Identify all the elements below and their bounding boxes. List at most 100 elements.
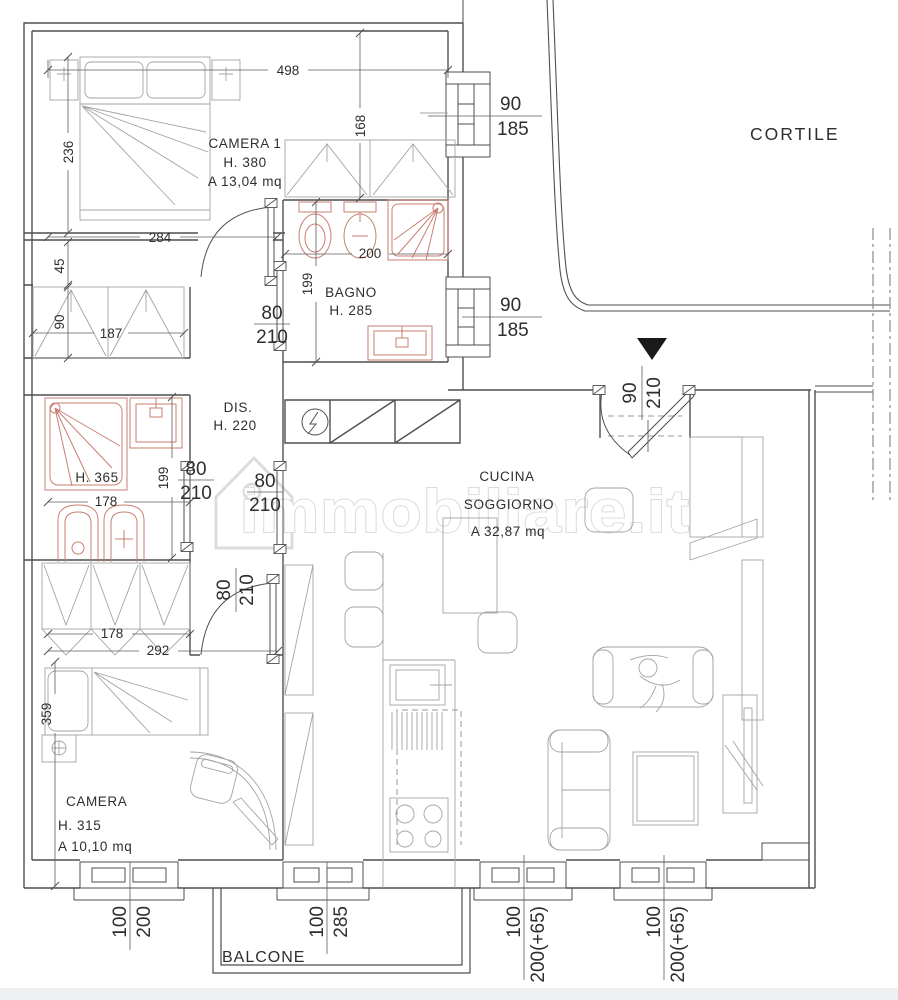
wardrobe-hall [32,286,185,359]
bagno2-wc [57,504,99,562]
window-living2-symbol [613,861,713,901]
furniture [32,56,764,888]
window-a-height: 185 [497,119,529,140]
entrance-height: 210 [644,377,665,409]
dim-bagno2-depth: 199 [156,467,171,490]
bagno-wc [343,201,377,259]
window-camera2-symbol [73,861,185,901]
win-camera-height: 200 [134,906,155,938]
dim-wardrobe2-width: 178 [101,626,124,641]
bottom-edge-strip [0,988,898,1000]
bagno-sink [367,325,433,361]
dim-bagno-width: 200 [359,246,382,261]
wardrobe-camera2 [41,562,191,656]
kitchen-cabinets [284,553,456,888]
dim-camera2-depth: 359 [39,703,54,726]
window-living1-symbol [473,861,573,901]
bath-fixtures [44,199,449,562]
bagno-shower [387,199,449,261]
bagno1-height: H. 285 [329,303,372,318]
wardrobe-camera1 [284,139,456,198]
door-bagno2-height: 210 [180,483,212,504]
camera1-area: A 13,04 mq [208,174,282,189]
door-cucina-width: 80 [254,471,275,492]
double-bed [79,56,211,221]
armchair [592,646,714,713]
door-bagno-width: 80 [261,303,282,324]
dim-camera1-depth: 236 [61,141,76,164]
window-a-width: 90 [500,94,521,115]
soggiorno-name: CUCINA [479,469,534,484]
dim-wardrobe-width: 187 [100,326,123,341]
door-camera2-height: 210 [237,574,258,606]
bagno2-shower [44,397,128,491]
door-camera2-leaf [200,574,280,664]
entrance-arrow-icon [637,338,667,360]
door-cucina-leaf [273,461,287,554]
label-balcone: BALCONE [222,949,305,966]
dim-recess: 45 [52,258,67,273]
dis-height: H. 220 [213,418,256,433]
soggiorno-area: A 32,87 mq [471,524,545,539]
dining-table [344,487,634,654]
dim-wardrobe-depth: 90 [52,314,67,329]
bagno2-bidet [103,504,145,562]
bagno-bidet [298,201,332,259]
win-living1-height: 200(+65) [528,906,549,983]
walls [23,0,890,889]
dimension-lines [28,28,665,980]
tv-unit [722,694,758,814]
win-living2-width: 100 [644,906,665,938]
desk [189,751,279,851]
win-camera-width: 100 [110,906,131,938]
coffee-table [632,751,699,826]
balcony-door-symbol [276,861,370,901]
door-bagno-leaf [273,261,287,351]
entrance-width: 90 [620,382,641,403]
bagno1-name: BAGNO [325,285,377,300]
door-bagno2-leaf [180,461,194,552]
camera1-height: H. 380 [223,155,266,170]
window-b-height: 185 [497,320,529,341]
sofa [547,729,611,851]
dim-camera1-bottom: 284 [149,230,172,245]
watermark-logo: immobiliare.it [214,455,690,550]
watermark-text: immobiliare.it [240,478,690,545]
win-balcony-width: 100 [307,906,328,938]
win-living1-width: 100 [504,906,525,938]
camera2-area: A 10,10 mq [58,839,132,854]
stove [389,797,449,853]
nightstand-left [49,59,79,101]
balcony-outline [212,888,471,974]
win-balcony-height: 285 [331,906,352,938]
door-cucina-height: 210 [249,495,281,516]
window-a-symbol [445,71,491,158]
label-cortile: CORTILE [750,124,840,144]
entrance-door [592,385,696,459]
bagno2-height: H. 365 [75,470,118,485]
dis-name: DIS. [224,400,253,415]
camera2-name: CAMERA [66,794,127,809]
dim-bagno2-width: 178 [95,494,118,509]
bagno2-sink [129,397,183,449]
camera1-name: CAMERA 1 [208,136,281,151]
door-bagno-height: 210 [256,327,288,348]
dim-bagno-depth: 199 [300,273,315,296]
dim-top-width: 498 [277,63,300,78]
kitchen-sink [389,664,452,750]
door-camera2-width: 80 [214,579,235,600]
door-camera1 [200,198,278,286]
wall-cabinet-right [689,436,764,791]
nightstand-right [211,59,241,101]
labels: CORTILE BALCONE CAMERA 1 H. 380 A 13,04 … [39,63,840,983]
bedside-table [41,734,77,763]
single-bed [44,667,209,736]
win-living2-height: 200(+65) [668,906,689,983]
doors [180,198,696,664]
dim-camera2-width: 292 [147,643,170,658]
window-b-width: 90 [500,295,521,316]
windows [73,71,713,901]
